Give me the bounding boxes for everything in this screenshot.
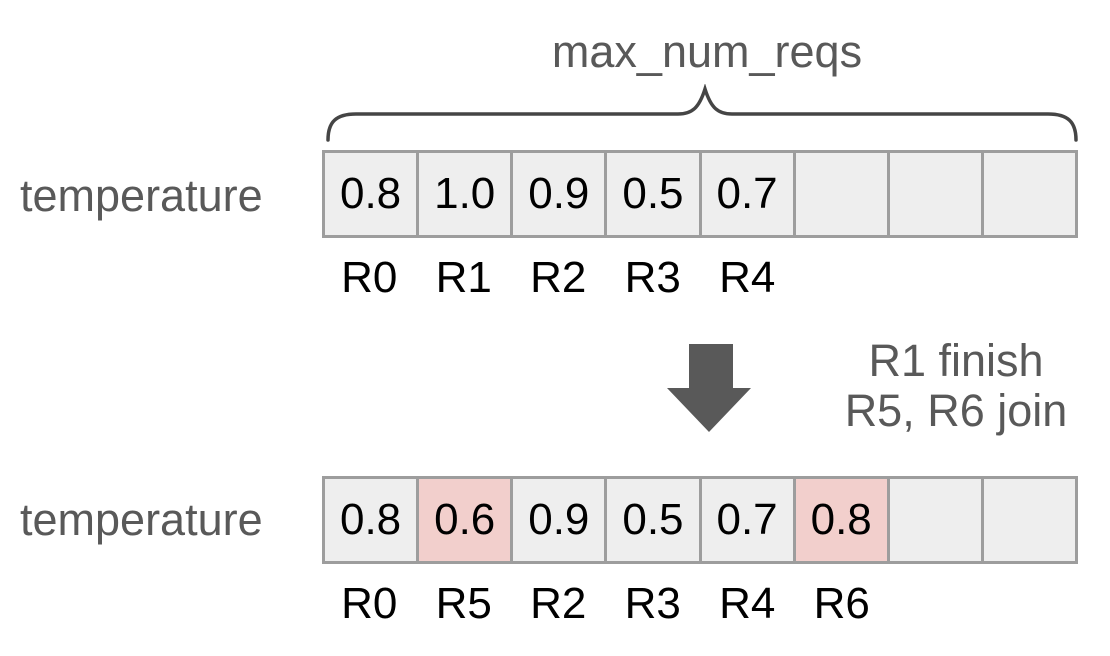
array-cell: 0.5 <box>607 150 702 238</box>
transition-note-line: R5, R6 join <box>844 385 1068 436</box>
bottom-array: 0.8 0.6 0.9 0.5 0.7 0.8 <box>322 476 1078 564</box>
request-label <box>984 578 1079 630</box>
request-label: R0 <box>341 253 398 302</box>
bottom-request-labels: R0 R5 R2 R3 R4 R6 <box>322 578 1078 630</box>
array-cell: 0.5 <box>607 476 702 564</box>
request-label: R5 <box>435 579 492 628</box>
curly-brace-icon <box>326 84 1078 142</box>
array-cell <box>983 476 1078 564</box>
request-label <box>984 252 1079 304</box>
request-label: R3 <box>624 579 681 628</box>
down-arrow-icon <box>667 344 751 432</box>
array-cell: 0.7 <box>701 150 796 238</box>
bottom-array-label: temperature <box>20 494 263 545</box>
array-cell: 0.9 <box>513 150 608 238</box>
max-num-reqs-label: max_num_reqs <box>551 26 863 77</box>
array-cell: 0.8 <box>322 476 420 564</box>
request-label: R2 <box>530 579 587 628</box>
request-label <box>889 578 984 630</box>
request-label <box>795 252 890 304</box>
array-cell: 0.9 <box>513 476 608 564</box>
top-request-labels: R0 R1 R2 R3 R4 <box>322 252 1078 304</box>
request-label: R2 <box>530 253 587 302</box>
top-array: 0.8 1.0 0.9 0.5 0.7 <box>322 150 1078 238</box>
array-cell <box>889 150 984 238</box>
top-array-label: temperature <box>20 170 263 221</box>
array-cell <box>795 150 890 238</box>
request-label: R6 <box>813 579 870 628</box>
array-cell: 0.6 <box>419 476 514 564</box>
array-cell: 1.0 <box>419 150 514 238</box>
request-label: R4 <box>719 579 776 628</box>
array-cell <box>889 476 984 564</box>
request-label: R3 <box>624 253 681 302</box>
transition-note-line: R1 finish <box>868 335 1044 386</box>
request-label: R1 <box>435 253 492 302</box>
array-cell: 0.8 <box>322 150 420 238</box>
request-label: R4 <box>719 253 776 302</box>
request-label <box>889 252 984 304</box>
transition-note: R1 finish R5, R6 join <box>820 336 1092 436</box>
array-cell: 0.8 <box>795 476 890 564</box>
array-cell <box>983 150 1078 238</box>
array-cell: 0.7 <box>701 476 796 564</box>
request-label: R0 <box>341 579 398 628</box>
